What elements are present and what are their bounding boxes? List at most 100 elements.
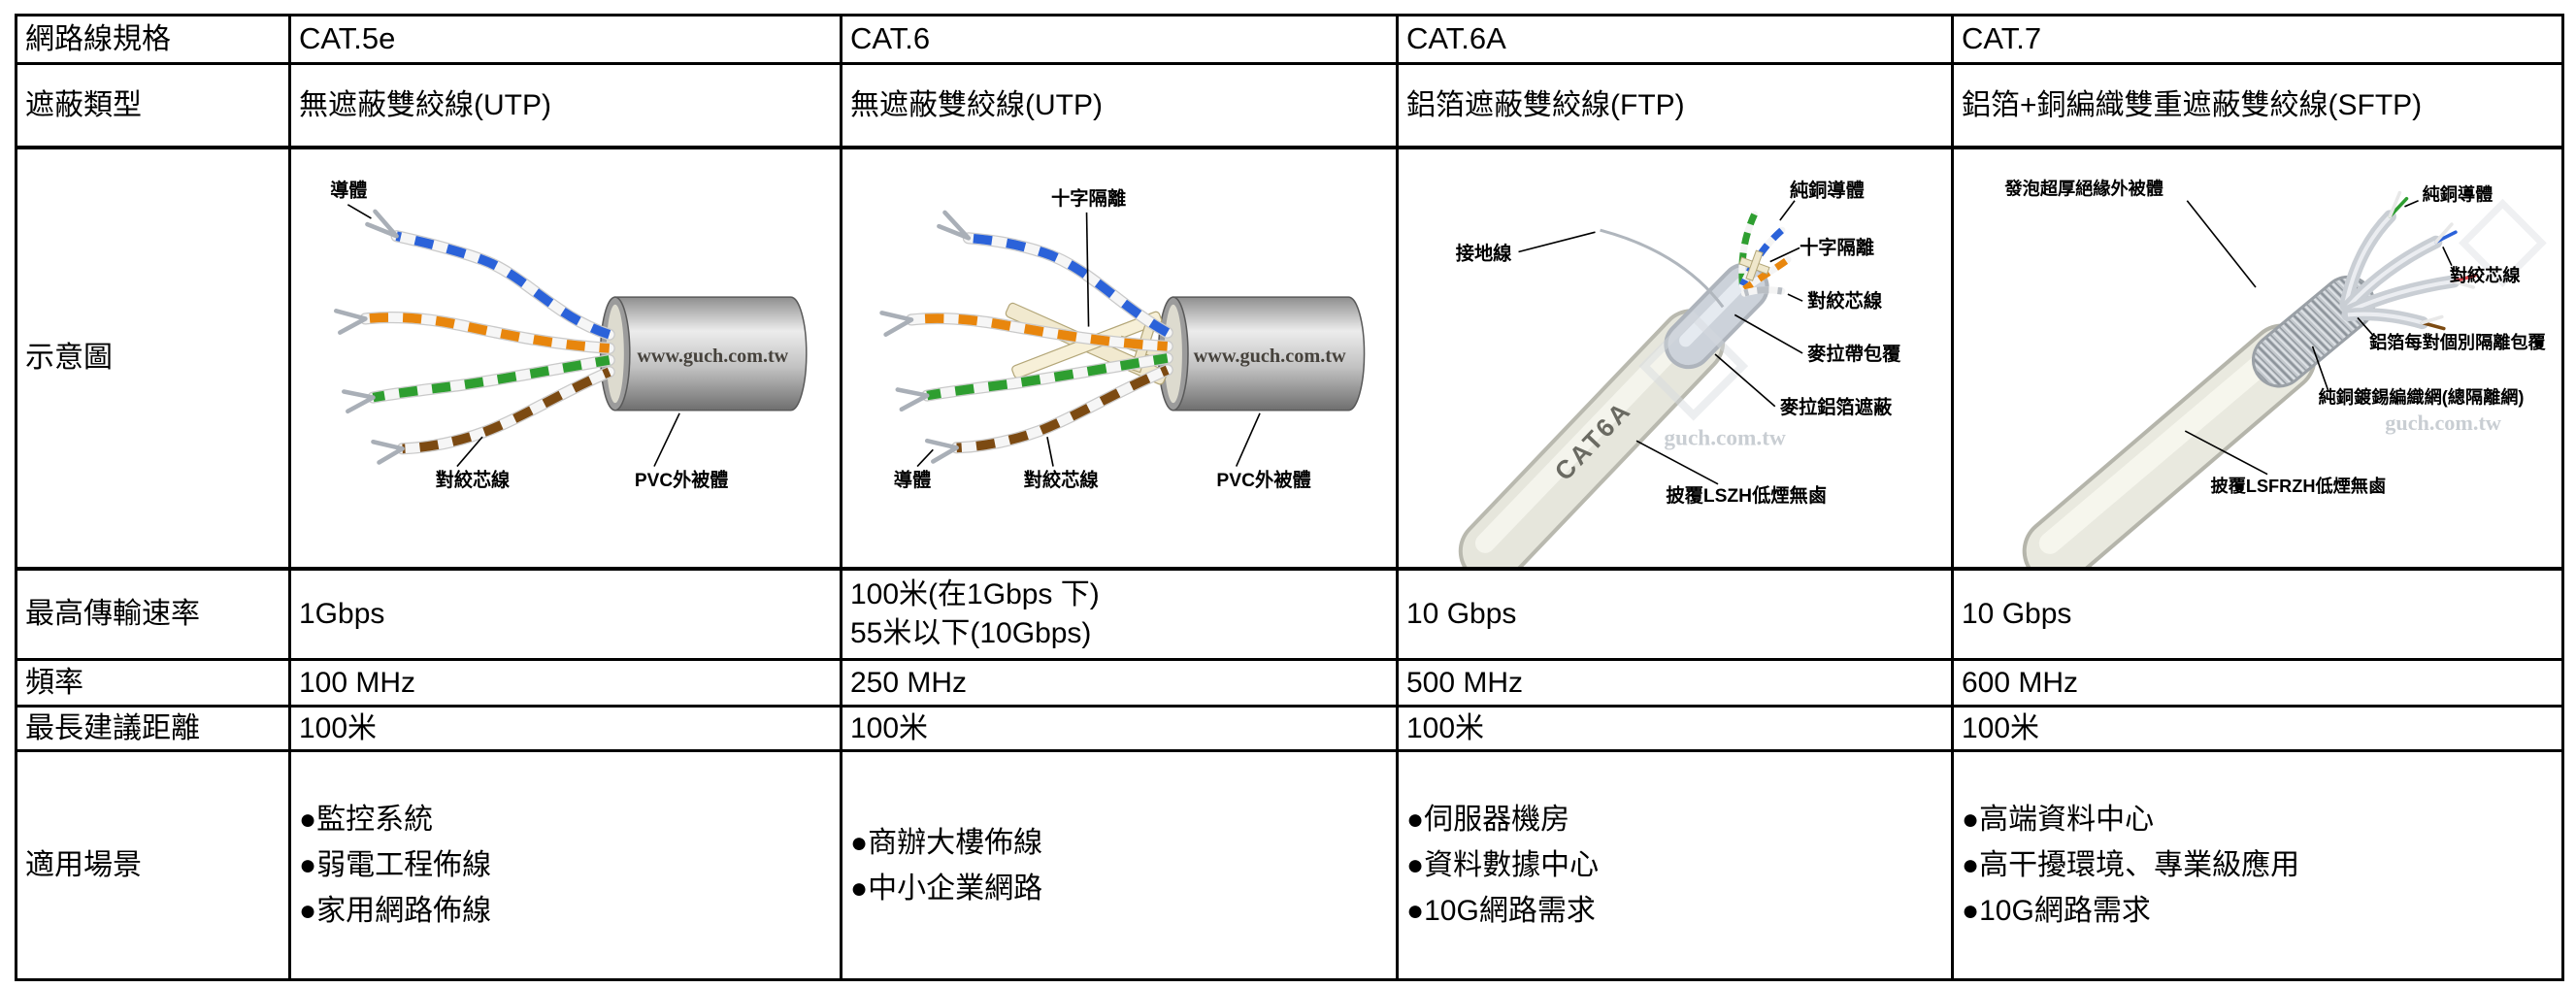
shield-type-row: 遮蔽類型 無遮蔽雙絞線(UTP) 無遮蔽雙絞線(UTP) 鋁箔遮蔽雙絞線(FTP… [15, 62, 2564, 148]
cable-comparison-table: 網路線規格 CAT.5e CAT.6 CAT.6A CAT.7 遮蔽類型 無遮蔽… [15, 14, 2564, 982]
diagram-label-ground-wire: 接地線 [1456, 242, 1512, 264]
shield-type-cat5e: 無遮蔽雙絞線(UTP) [288, 62, 842, 148]
bare-conductor-tips [365, 209, 399, 239]
use-case-item: ●高干擾環境、專業級應用 [1962, 849, 2300, 882]
frequency-cat6a: 500 MHz [1396, 658, 1954, 708]
bare-conductor-tips [924, 438, 959, 464]
diagram-label-outer-insulation: 發泡超厚絕緣外被體 [2004, 178, 2163, 198]
diagram-label-mylar-foil-shield: 麥拉鋁箔遮蔽 [1779, 395, 1893, 417]
twisted-pair-brown [371, 365, 615, 465]
shield-type-cat6: 無遮蔽雙絞線(UTP) [840, 62, 1399, 148]
bare-conductor-tips [879, 310, 914, 337]
cable-body [2022, 323, 2317, 565]
cable-jacket: www.guch.com.tw [1157, 295, 1366, 412]
cat7-cable-diagram: guch.com.tw 發泡超厚絕緣外被體 純銅導體 對絞芯線 鋁箔每對個別隔離… [2004, 178, 2547, 565]
twisted-pair-blue [937, 210, 1173, 339]
bare-conductor-tips [371, 439, 405, 465]
use-cases-row: 適用場景 ●監控系統 ●弱電工程佈線 ●家用網路佈線 ●商辦大樓佈線 ●中小企業… [15, 749, 2564, 982]
frequency-row: 頻率 100 MHz 250 MHz 500 MHz 600 MHz [15, 658, 2564, 708]
max-speed-cat6a: 10 Gbps [1396, 567, 1954, 662]
watermark-logo [2459, 198, 2547, 287]
diagram-label-tinned-braid: 純銅鍍錫編織網(總隔離網) [2319, 386, 2525, 407]
row-label-shield-type: 遮蔽類型 [15, 62, 291, 148]
leader-cross-separator [1085, 212, 1090, 327]
bare-conductor-tips [937, 210, 972, 241]
row-label-diagram: 示意圖 [15, 145, 291, 571]
max-distance-row: 最長建議距離 100米 100米 100米 100米 [15, 705, 2564, 753]
foil-wrapped-pair-green [2339, 190, 2409, 312]
max-speed-cat5e: 1Gbps [288, 567, 842, 662]
use-cases-cat6: ●商辦大樓佈線 ●中小企業網路 [840, 749, 1399, 982]
diagram-label-jacket: PVC外被體 [1216, 468, 1310, 490]
col-header-cat5e: CAT.5e [288, 14, 842, 65]
leader-mylar-foil-shield [1714, 352, 1776, 407]
leader-outer-insulation [2186, 199, 2257, 287]
col-header-cat6a: CAT.6A [1396, 14, 1954, 65]
frequency-cat5e: 100 MHz [288, 658, 842, 708]
leader-cross-separator [1769, 247, 1800, 262]
cable-jacket: www.guch.com.tw [599, 295, 808, 412]
cable-body: CAT6A [1458, 308, 1726, 565]
leader-tinned-braid [2311, 346, 2329, 391]
use-case-item: ●商辦大樓佈線 [850, 826, 1043, 859]
max-distance-cat7: 100米 [1951, 705, 2564, 753]
use-cases-cat6a: ●伺服器機房 ●資料數據中心 ●10G網路需求 [1396, 749, 1954, 982]
leader-foil-per-pair [2357, 316, 2374, 336]
row-label-spec: 網路線規格 [15, 14, 291, 65]
diagram-label-mylar-wrap: 麥拉帶包覆 [1806, 343, 1901, 365]
use-case-item: ●弱電工程佈線 [299, 849, 492, 882]
leader-jacket [2184, 429, 2268, 475]
twisted-pair-blue [365, 209, 615, 341]
diagram-label-jacket: 披覆LSZH低煙無鹵 [1666, 484, 1827, 507]
use-cases-cat5e: ●監控系統 ●弱電工程佈線 ●家用網路佈線 [288, 749, 842, 982]
use-case-item: ●10G網路需求 [1962, 895, 2151, 928]
col-header-cat7: CAT.7 [1951, 14, 2564, 65]
bare-conductor-tips [342, 388, 376, 413]
diagram-cell-cat6: www.guch.com.tw [840, 145, 1399, 571]
diagram-label-twisted-pair: 對絞芯線 [1024, 468, 1100, 490]
bare-conductor-tips [333, 308, 368, 335]
cross-separator [1738, 249, 1770, 281]
shield-type-cat6a: 鋁箔遮蔽雙絞線(FTP) [1396, 62, 1954, 148]
use-case-item: ●資料數據中心 [1406, 849, 1600, 882]
use-case-item: ●高端資料中心 [1962, 804, 2155, 837]
header-row: 網路線規格 CAT.5e CAT.6 CAT.6A CAT.7 [15, 14, 2564, 65]
use-case-item: ●家用網路佈線 [299, 895, 492, 928]
max-distance-cat6a: 100米 [1396, 705, 1954, 753]
foil-wrapped-pair-red [2343, 273, 2477, 317]
use-case-item: ●中小企業網路 [850, 872, 1043, 905]
foil-shield [1664, 262, 1769, 369]
leader-twisted-pair [1046, 436, 1054, 467]
diagram-label-jacket: 披覆LSFRZH低煙無鹵 [2211, 475, 2387, 495]
diagram-label-twisted-pair: 對絞芯線 [436, 468, 511, 490]
diagram-label-copper-conductor: 純銅導體 [1790, 179, 1865, 201]
foil-wrapped-pair-blue [2341, 221, 2458, 313]
leader-twisted-pair [1787, 292, 1803, 302]
max-distance-cat5e: 100米 [288, 705, 842, 753]
leader-copper-conductor [1779, 199, 1796, 221]
leader-twisted-pair [456, 436, 483, 467]
col-header-cat6: CAT.6 [840, 14, 1399, 65]
row-label-use-cases: 適用場景 [15, 749, 291, 982]
diagram-label-twisted-pair: 對絞芯線 [2450, 264, 2521, 284]
use-cases-cat7: ●高端資料中心 ●高干擾環境、專業級應用 ●10G網路需求 [1951, 749, 2564, 982]
diagram-label-twisted-pair: 對絞芯線 [1807, 289, 1883, 312]
leader-jacket [1635, 439, 1719, 485]
max-speed-cat7: 10 Gbps [1951, 567, 2564, 662]
twisted-pair-white [1740, 285, 1786, 297]
watermark-text: guch.com.tw [1664, 425, 1786, 450]
row-label-frequency: 頻率 [15, 658, 291, 708]
leader-conductor [347, 203, 372, 219]
diagram-label-cross-separator: 十字隔離 [1051, 186, 1126, 209]
max-distance-cat6: 100米 [840, 705, 1399, 753]
use-case-item: ●監控系統 [299, 804, 434, 837]
diagram-cell-cat7: guch.com.tw 發泡超厚絕緣外被體 純銅導體 對絞芯線 鋁箔每對個別隔離… [1951, 145, 2564, 571]
watermark-logo [1638, 311, 1749, 421]
watermark-text: www.guch.com.tw [1194, 346, 1346, 367]
watermark-text: guch.com.tw [2385, 411, 2501, 435]
frequency-cat6: 250 MHz [840, 658, 1399, 708]
ground-wire [1600, 228, 1725, 308]
watermark-text: www.guch.com.tw [637, 345, 788, 366]
row-label-max-distance: 最長建議距離 [15, 705, 291, 753]
twisted-pair-orange [879, 310, 1173, 352]
